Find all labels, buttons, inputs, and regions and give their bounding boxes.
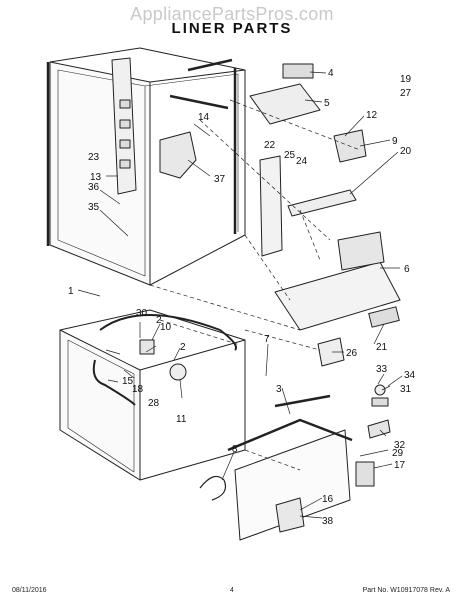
gasket [92,359,136,406]
callout-18: 18 [132,384,144,395]
callout-4: 4 [328,68,334,79]
rail [169,94,229,110]
callout-35: 35 [88,202,100,213]
callout-7: 7 [264,334,270,345]
light-bulb [374,384,386,396]
fan-motor [169,363,187,381]
panel-26 [317,337,345,367]
callout-16: 16 [322,494,334,505]
callout-29: 29 [392,448,404,459]
bracket [249,83,321,125]
callout-5: 5 [324,98,330,109]
callout-36: 36 [88,182,100,193]
door-gasket [274,394,331,408]
callout-2: 2 [180,342,186,353]
callout-6: 6 [404,264,410,275]
callout-13: 13 [90,172,102,183]
dispenser-part [275,497,305,533]
leader-lines [77,71,403,519]
wire-harness [199,475,227,501]
callout-38: 38 [322,516,334,527]
footer-date: 08/11/2016 [12,587,47,594]
gasket [99,314,237,351]
callout-1: 1 [68,286,74,297]
callout-3: 3 [276,384,282,395]
callout-14: 14 [198,112,210,123]
callout-30: 30 [136,308,148,319]
callout-24: 24 [296,156,308,167]
callout-31: 31 [400,384,412,395]
callout-32: 32 [394,440,406,451]
footer-page-number: 4 [230,587,234,594]
sensor [139,339,155,355]
lower-liner [59,309,246,481]
upper-liner [46,47,246,286]
callout-15: 15 [122,376,134,387]
vent-grille [368,306,400,328]
alignment-lines [149,99,361,471]
control-board [355,461,375,487]
crisper-top [337,231,385,271]
callout-20: 20 [400,146,412,157]
callout-28: 28 [148,398,160,409]
part-32 [367,419,391,439]
door-gasket [227,418,353,452]
callout-labels: 1 2 2 3 4 5 6 7 8 9 10 11 12 13 14 15 16… [68,68,416,527]
footer-part-number: Part No. W10917078 Rev. A [362,587,450,594]
callout-21: 21 [376,342,388,353]
callout-8: 8 [232,444,238,455]
callout-23: 23 [88,152,100,163]
callout-2: 2 [156,315,162,326]
callout-33: 33 [376,364,388,375]
callout-22: 22 [264,140,276,151]
page-title: LINER PARTS [171,20,293,37]
light-cover [287,189,357,217]
door-frame [234,429,351,541]
rail [187,58,233,72]
crisper-cover [274,261,401,331]
module [282,63,314,79]
callout-10: 10 [160,322,172,333]
callout-11: 11 [176,414,187,425]
callout-34: 34 [404,370,416,381]
callout-27: 27 [400,88,412,99]
callout-19: 19 [400,74,412,85]
callout-37: 37 [214,174,226,185]
watermark: AppliancePartsPros.com [130,4,334,24]
callout-26: 26 [346,348,358,359]
switch [371,397,389,407]
callout-12: 12 [366,110,378,121]
air-tower [159,131,197,179]
callout-17: 17 [394,460,406,471]
callout-9: 9 [392,136,398,147]
control-housing [111,57,137,195]
callout-25: 25 [284,150,296,161]
side-panel [259,155,283,257]
